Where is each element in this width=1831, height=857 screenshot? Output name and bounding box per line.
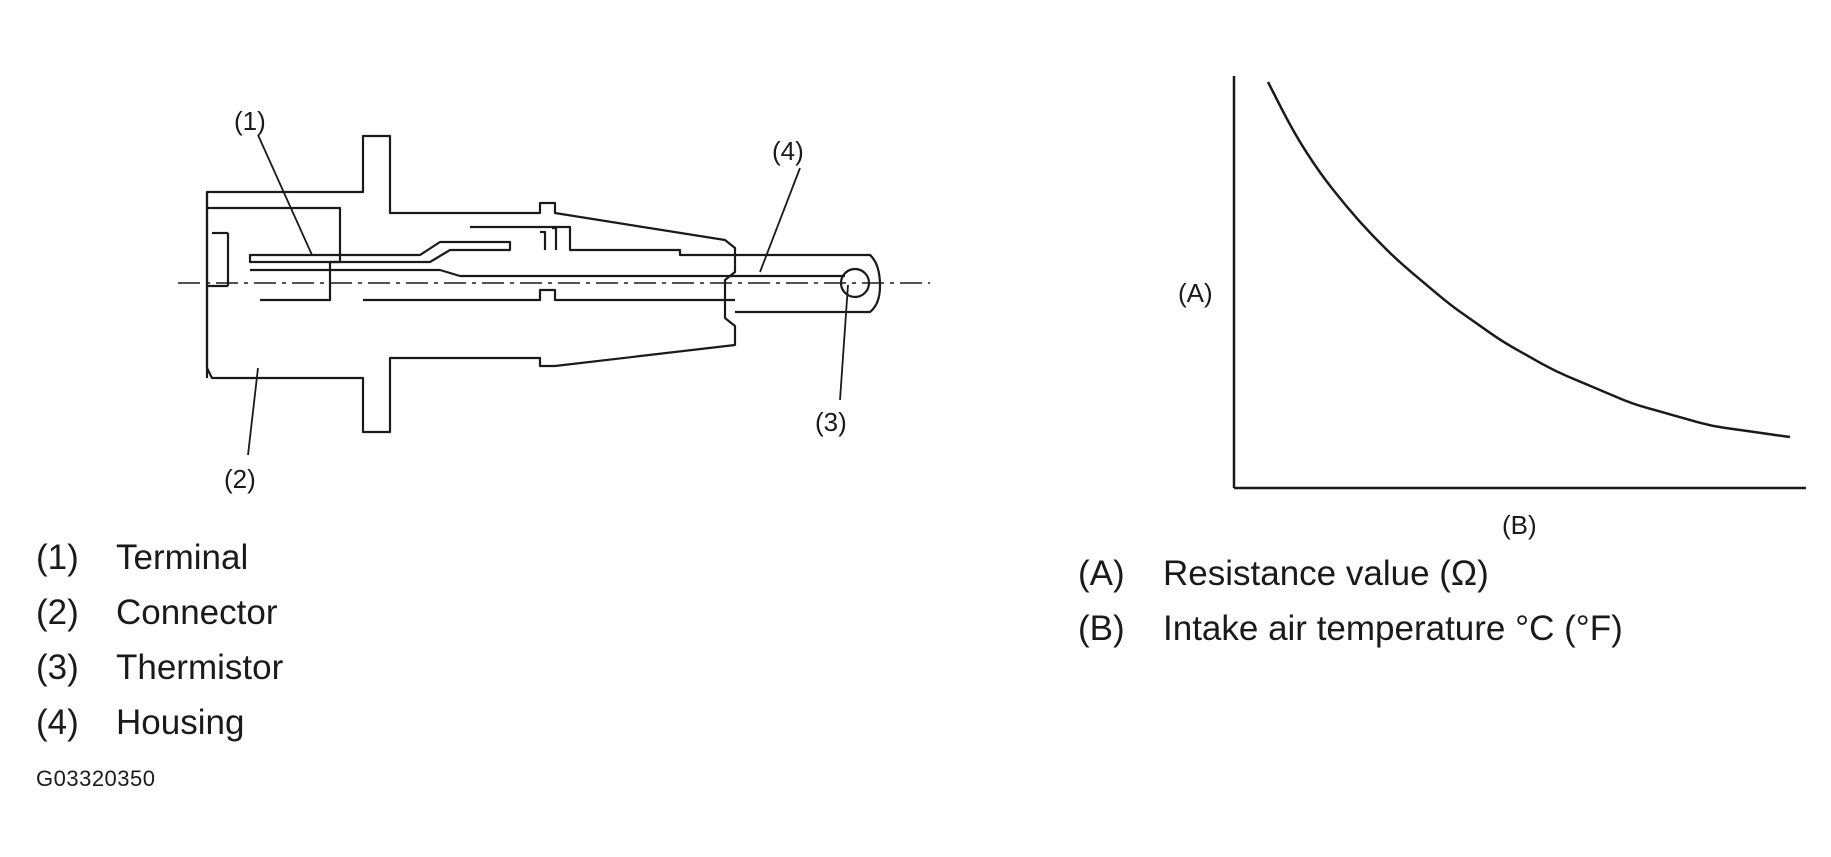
sensor-cross-section bbox=[178, 134, 930, 434]
leader-terminal bbox=[257, 134, 313, 256]
legend-item: (4) Housing bbox=[36, 695, 283, 750]
legend-item: (2) Connector bbox=[36, 585, 283, 640]
figure-id: G03320350 bbox=[36, 766, 156, 791]
legend-key: (1) bbox=[36, 538, 79, 577]
x-axis-letter: (B) bbox=[1502, 510, 1537, 540]
flange-body bbox=[363, 288, 735, 302]
legend-item: (1) Terminal bbox=[36, 530, 283, 585]
legend-label: Resistance value (Ω) bbox=[1163, 554, 1489, 593]
legend-components: (1) Terminal (2) Connector (3) Thermistor (… bbox=[36, 530, 283, 750]
leader-housing bbox=[759, 167, 801, 273]
callout-housing: (4) bbox=[772, 136, 804, 166]
probe-tube bbox=[735, 253, 882, 314]
callout-connector: (2) bbox=[224, 464, 256, 494]
legend-key: (2) bbox=[36, 593, 79, 632]
legend-label: Intake air temperature °C (°F) bbox=[1163, 609, 1623, 648]
legend-item: (B) Intake air temperature °C (°F) bbox=[1078, 601, 1623, 656]
terminal-pin-lower bbox=[250, 268, 845, 278]
legend-graph: (A) Resistance value (Ω) (B) Intake air te… bbox=[1078, 546, 1623, 656]
y-axis-letter: (A) bbox=[1178, 278, 1213, 308]
legend-label: Connector bbox=[116, 593, 278, 632]
callout-thermistor: (3) bbox=[815, 407, 847, 437]
legend-item: (3) Thermistor bbox=[36, 640, 283, 695]
callout-terminal: (1) bbox=[234, 106, 266, 136]
legend-key: (3) bbox=[36, 648, 79, 687]
connector-body bbox=[205, 134, 737, 434]
legend-key: (4) bbox=[36, 703, 79, 742]
resistance-curve bbox=[1266, 81, 1791, 439]
legend-key: (A) bbox=[1078, 554, 1125, 593]
terminal-pin-upper bbox=[248, 240, 512, 264]
housing-clip bbox=[540, 226, 558, 250]
legend-key: (B) bbox=[1078, 609, 1125, 648]
legend-label: Housing bbox=[116, 703, 245, 742]
leader-lines bbox=[247, 134, 849, 456]
legend-label: Terminal bbox=[116, 538, 249, 577]
legend-item: (A) Resistance value (Ω) bbox=[1078, 546, 1623, 601]
resistance-graph: (A) (B) bbox=[1178, 76, 1806, 540]
leader-connector bbox=[247, 367, 259, 456]
leader-thermistor bbox=[839, 284, 849, 401]
legend-label: Thermistor bbox=[116, 648, 284, 687]
